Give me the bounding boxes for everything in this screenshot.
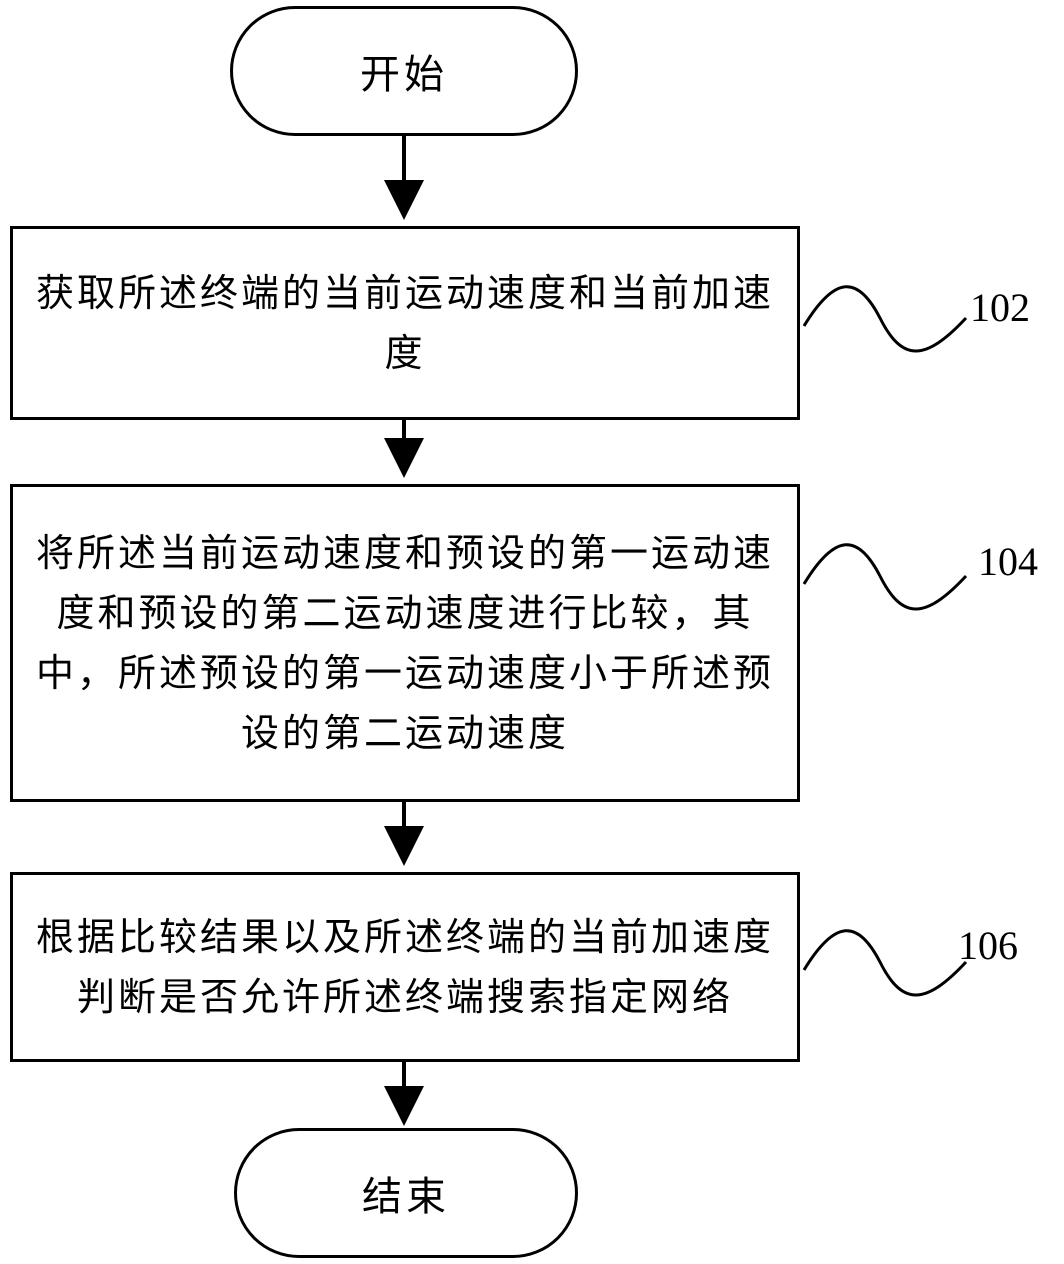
step-102-ref: 102: [970, 284, 1030, 331]
leader-106: [804, 931, 966, 995]
step-106-ref: 106: [958, 922, 1018, 969]
leader-102: [804, 287, 966, 351]
leader-104: [804, 545, 966, 609]
start-terminal: 开始: [230, 6, 578, 136]
step-106-box: 根据比较结果以及所述终端的当前加速度判断是否允许所述终端搜索指定网络: [10, 872, 800, 1062]
step-104-text: 将所述当前运动速度和预设的第一运动速度和预设的第二运动速度进行比较，其中，所述预…: [13, 523, 797, 763]
end-label: 结束: [362, 1164, 450, 1222]
step-104-box: 将所述当前运动速度和预设的第一运动速度和预设的第二运动速度进行比较，其中，所述预…: [10, 484, 800, 802]
step-106-text: 根据比较结果以及所述终端的当前加速度判断是否允许所述终端搜索指定网络: [13, 907, 797, 1027]
step-104-ref: 104: [978, 538, 1038, 585]
step-102-box: 获取所述终端的当前运动速度和当前加速度: [10, 226, 800, 420]
step-102-text: 获取所述终端的当前运动速度和当前加速度: [13, 263, 797, 383]
start-label: 开始: [360, 42, 448, 100]
end-terminal: 结束: [234, 1128, 578, 1258]
